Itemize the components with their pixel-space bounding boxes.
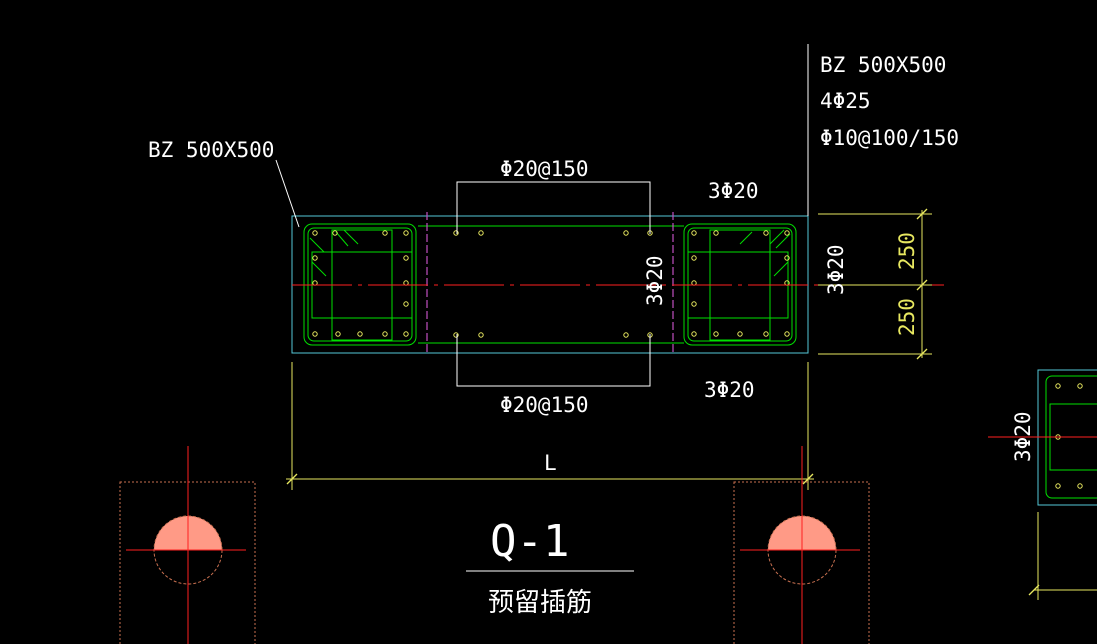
top-distribution-label: Φ20@150 bbox=[500, 157, 589, 181]
rebar-dot bbox=[1077, 383, 1083, 389]
rebar-dot bbox=[332, 230, 338, 236]
rebar-dot bbox=[1055, 383, 1061, 389]
stirrup-hook bbox=[343, 229, 359, 245]
dim-tick bbox=[916, 348, 928, 360]
rebar-dot bbox=[784, 230, 790, 236]
rebar-dot bbox=[335, 331, 341, 337]
rebar-dot bbox=[691, 301, 697, 307]
stirrup-hook bbox=[309, 237, 325, 253]
footing-outline bbox=[733, 481, 870, 644]
rebar-dot bbox=[737, 331, 743, 337]
rebar-dot bbox=[763, 230, 769, 236]
dim-tick bbox=[916, 208, 928, 220]
rebar-dot bbox=[713, 230, 719, 236]
stirrup-hook bbox=[311, 261, 327, 277]
dim-tick bbox=[916, 279, 928, 291]
dim-upper-label: 250 bbox=[895, 232, 919, 270]
stirrup-hook bbox=[769, 229, 785, 245]
rebar-dot bbox=[784, 331, 790, 337]
rebar-dot bbox=[713, 331, 719, 337]
rebar-dot bbox=[403, 255, 409, 261]
rebar-dot bbox=[403, 230, 409, 236]
footing-right bbox=[733, 446, 870, 644]
stirrup-hook bbox=[775, 233, 791, 249]
footing-outline bbox=[119, 481, 256, 644]
dimension-lines bbox=[286, 208, 932, 490]
rebar-dot bbox=[453, 332, 459, 338]
wall-section-q1 bbox=[291, 212, 1083, 489]
stirrup-hook bbox=[773, 261, 789, 277]
rebar-dot bbox=[691, 255, 697, 261]
dim-lower-label: 250 bbox=[895, 298, 919, 336]
top-right-bars-label: 3Φ20 bbox=[708, 179, 759, 203]
footing-left bbox=[119, 446, 256, 644]
rebar-dot bbox=[478, 332, 484, 338]
rebar-dot bbox=[312, 230, 318, 236]
dim-tick bbox=[1028, 584, 1040, 596]
bz-left-leader bbox=[275, 159, 300, 228]
member-name-label: Q-1 bbox=[490, 516, 569, 567]
rebar-dot bbox=[382, 230, 388, 236]
rebar-dot bbox=[1077, 483, 1083, 489]
rebar-dot bbox=[784, 255, 790, 261]
rebar-dot bbox=[453, 230, 459, 236]
bottom-right-bars-label: 3Φ20 bbox=[704, 378, 755, 402]
member-note-label: 预留插筋 bbox=[488, 588, 592, 618]
rebar-dot bbox=[763, 331, 769, 337]
bottom-distribution-label: Φ20@150 bbox=[500, 393, 589, 417]
partial-column-right bbox=[988, 369, 1097, 600]
rebar-dot bbox=[382, 331, 388, 337]
rebar-dot bbox=[312, 331, 318, 337]
stirrup-hook bbox=[739, 231, 753, 245]
center-vertical-bars-label: 3Φ20 bbox=[643, 255, 667, 306]
bz-right-label: BZ 500X500 bbox=[820, 53, 946, 77]
rebar-dot bbox=[403, 301, 409, 307]
dim-length-label: L bbox=[544, 451, 557, 475]
far-right-vertical-bars-label: 3Φ20 bbox=[1011, 411, 1035, 462]
right-longitudinal-label: 4Φ25 bbox=[820, 89, 871, 113]
rebar-dot bbox=[623, 332, 629, 338]
rebar-dots bbox=[312, 230, 1083, 489]
rebar-dot bbox=[312, 255, 318, 261]
rebar-dot bbox=[357, 331, 363, 337]
top-bar-leader bbox=[456, 181, 651, 234]
bz-left-label: BZ 500X500 bbox=[148, 138, 274, 162]
rebar-dot bbox=[623, 230, 629, 236]
right-stirrup-label: Φ10@100/150 bbox=[820, 126, 959, 150]
rebar-dot bbox=[478, 230, 484, 236]
rebar-dot bbox=[403, 331, 409, 337]
stirrup-hook bbox=[335, 231, 349, 247]
right-end-vertical-bars-label: 3Φ20 bbox=[824, 244, 848, 295]
dim-tick bbox=[286, 473, 298, 485]
dim-tick bbox=[802, 473, 814, 485]
bottom-bar-leader bbox=[456, 334, 651, 387]
rebar-dot bbox=[691, 230, 697, 236]
rebar-dot bbox=[1055, 483, 1061, 489]
rebar-dot bbox=[691, 331, 697, 337]
